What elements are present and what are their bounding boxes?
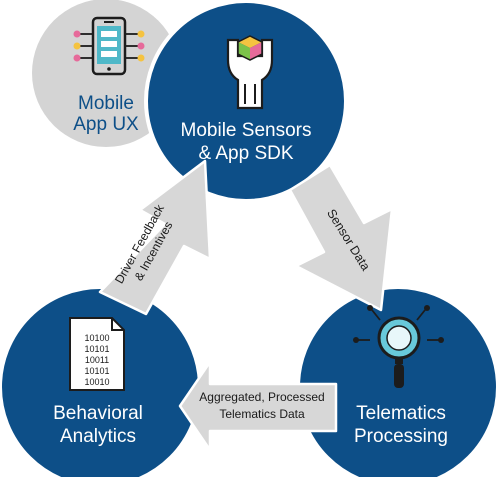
driver-feedback-arrow <box>98 159 212 316</box>
doc-binary-line: 10101 <box>84 366 109 376</box>
binary-document-icon: 10100 10101 10011 10101 10010 <box>69 317 125 391</box>
smartphone-app-icon <box>73 16 145 76</box>
behavioral-line1: Behavioral <box>53 403 143 424</box>
doc-binary-line: 10011 <box>85 355 109 365</box>
magnifier-network-icon <box>353 305 444 388</box>
doc-binary-line: 10101 <box>84 344 109 354</box>
telematics-line2: Processing <box>354 426 448 447</box>
doc-binary-line: 10010 <box>84 377 109 387</box>
sensor-data-arrow <box>288 163 394 312</box>
aggregated-data-arrow <box>178 360 338 452</box>
doc-binary-line: 10100 <box>84 333 109 343</box>
aggregated-label-line2: Telematics Data <box>219 407 305 421</box>
aggregated-label-line1: Aggregated, Processed <box>199 390 324 404</box>
wrench-cube-icon <box>226 35 274 110</box>
mobile-sensors-line1: Mobile Sensors <box>181 120 312 141</box>
telematics-line1: Telematics <box>356 403 446 424</box>
behavioral-line2: Analytics <box>60 426 136 447</box>
mobile-sensors-line2: & App SDK <box>198 143 293 164</box>
mobile-app-ux-line2: App UX <box>73 114 139 135</box>
mobile-app-ux-line1: Mobile <box>78 93 134 114</box>
